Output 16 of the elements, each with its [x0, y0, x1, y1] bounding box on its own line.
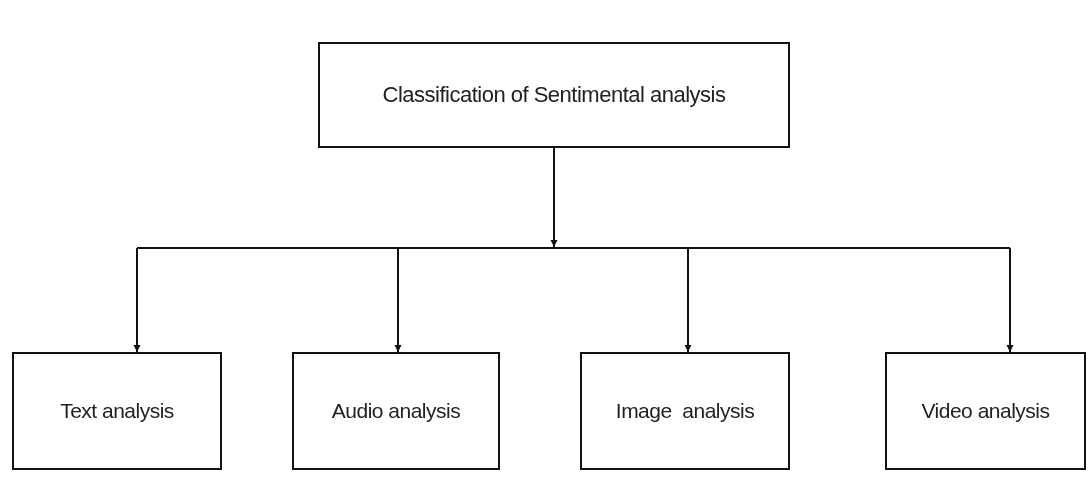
- box-label: Classification of Sentimental analysis: [382, 82, 726, 108]
- process-box: [292, 352, 500, 470]
- process-box: [318, 42, 790, 148]
- arrow: [394, 247, 402, 353]
- arrow: [133, 247, 141, 353]
- arrow: [550, 147, 558, 248]
- connector-line: [136, 247, 1011, 249]
- process-box: [12, 352, 222, 470]
- process-box: [885, 352, 1086, 470]
- box-label: Video analysis: [921, 399, 1050, 423]
- box-label: Text analysis: [60, 399, 174, 423]
- arrow: [684, 247, 692, 353]
- box-label: Image analysis: [615, 399, 755, 423]
- process-box: [580, 352, 790, 470]
- arrow: [1006, 247, 1014, 353]
- box-label: Audio analysis: [331, 399, 461, 423]
